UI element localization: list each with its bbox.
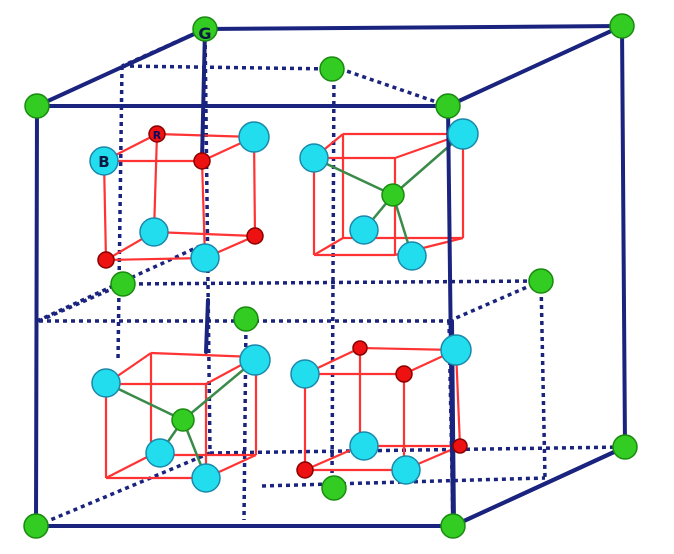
label-g: G: [198, 24, 211, 43]
subcube-2-edge-11: [313, 237, 344, 256]
green-atom-5: [110, 271, 136, 297]
hidden-edge-6: [38, 282, 124, 323]
blue-atom-11: [191, 463, 221, 493]
subcube-3-edge-4: [150, 351, 257, 359]
green-atom-3: [435, 93, 461, 119]
green-atom-6: [528, 268, 554, 294]
subcube-4-edge-5: [454, 349, 462, 447]
subcube-1-edge-1: [200, 160, 207, 259]
blue-atom-3: [190, 243, 220, 273]
red-atom-0: [148, 125, 166, 143]
blue-atom-12: [290, 359, 320, 389]
outer-cube-edges: [34, 24, 627, 528]
hidden-edge-15: [331, 64, 449, 108]
frame-edge-7: [446, 24, 624, 108]
red-atom-5: [395, 365, 413, 383]
green-atom-7: [233, 306, 259, 332]
frame-edge-10: [204, 298, 210, 354]
green-atom-2: [24, 93, 50, 119]
blue-atom-13: [440, 334, 472, 366]
blue-atom-10: [145, 438, 175, 468]
green-atom-8: [612, 434, 638, 460]
blue-atom-6: [349, 215, 379, 245]
blue-atom-1: [238, 121, 270, 153]
green-atom-0: [192, 16, 218, 42]
subcube-4-edge-4: [359, 346, 457, 352]
hidden-edge-2: [35, 451, 211, 528]
green-atom-tetra-1: [381, 183, 405, 207]
blue-atom-15: [391, 455, 421, 485]
hidden-edge-4: [116, 65, 124, 361]
hidden-edge-8: [448, 279, 542, 323]
hidden-edge-3: [121, 64, 335, 71]
red-atom-1: [193, 152, 211, 170]
red-atom-3: [97, 251, 115, 269]
blue-atom-14: [349, 431, 379, 461]
green-atom-10: [440, 513, 466, 539]
red-atom-4: [352, 340, 368, 356]
subcube-1-edge-4: [156, 132, 255, 139]
subcube-1-edge-6: [153, 230, 256, 238]
frame-edge-1: [620, 24, 627, 449]
frame-edge-0: [203, 24, 624, 31]
blue-atom-9: [239, 344, 271, 376]
blue-atom-5: [447, 118, 479, 150]
tetrahedral-bonds: [105, 133, 464, 479]
red-atom-7: [296, 461, 314, 479]
blue-atom-0: [89, 146, 119, 176]
subcube-1-edge-3: [102, 160, 108, 261]
frame-edge-6: [35, 27, 207, 108]
subcube-1-edge-5: [252, 136, 257, 237]
atoms: [23, 13, 638, 539]
red-atom-6: [452, 438, 468, 454]
hidden-edge-11: [261, 476, 546, 488]
hidden-edge-1: [209, 445, 626, 455]
blue-atom-2: [139, 217, 169, 247]
subcube-1-edge-2: [105, 256, 206, 262]
green-atom-9: [23, 513, 49, 539]
frame-edge-12: [451, 445, 627, 528]
red-atom-2: [246, 227, 264, 245]
subcube-edges: [102, 132, 465, 480]
subcube-1-edge-7: [152, 133, 159, 233]
green-atom-tetra-2: [171, 408, 195, 432]
blue-atom-4: [299, 143, 329, 173]
label-r: R: [153, 129, 162, 142]
hidden-edge-10: [539, 280, 547, 479]
blue-atom-7: [397, 241, 427, 271]
blue-atom-8: [91, 368, 121, 398]
green-atom-11: [321, 475, 347, 501]
green-atom-1: [609, 13, 635, 39]
frame-edge-9: [200, 27, 207, 162]
hidden-edge-9: [330, 68, 336, 485]
hidden-edge-7: [122, 279, 542, 286]
label-b: B: [98, 153, 109, 171]
frame-edge-5: [34, 104, 39, 528]
green-atom-4: [319, 56, 345, 82]
subcube-3-edge-11: [105, 454, 152, 479]
